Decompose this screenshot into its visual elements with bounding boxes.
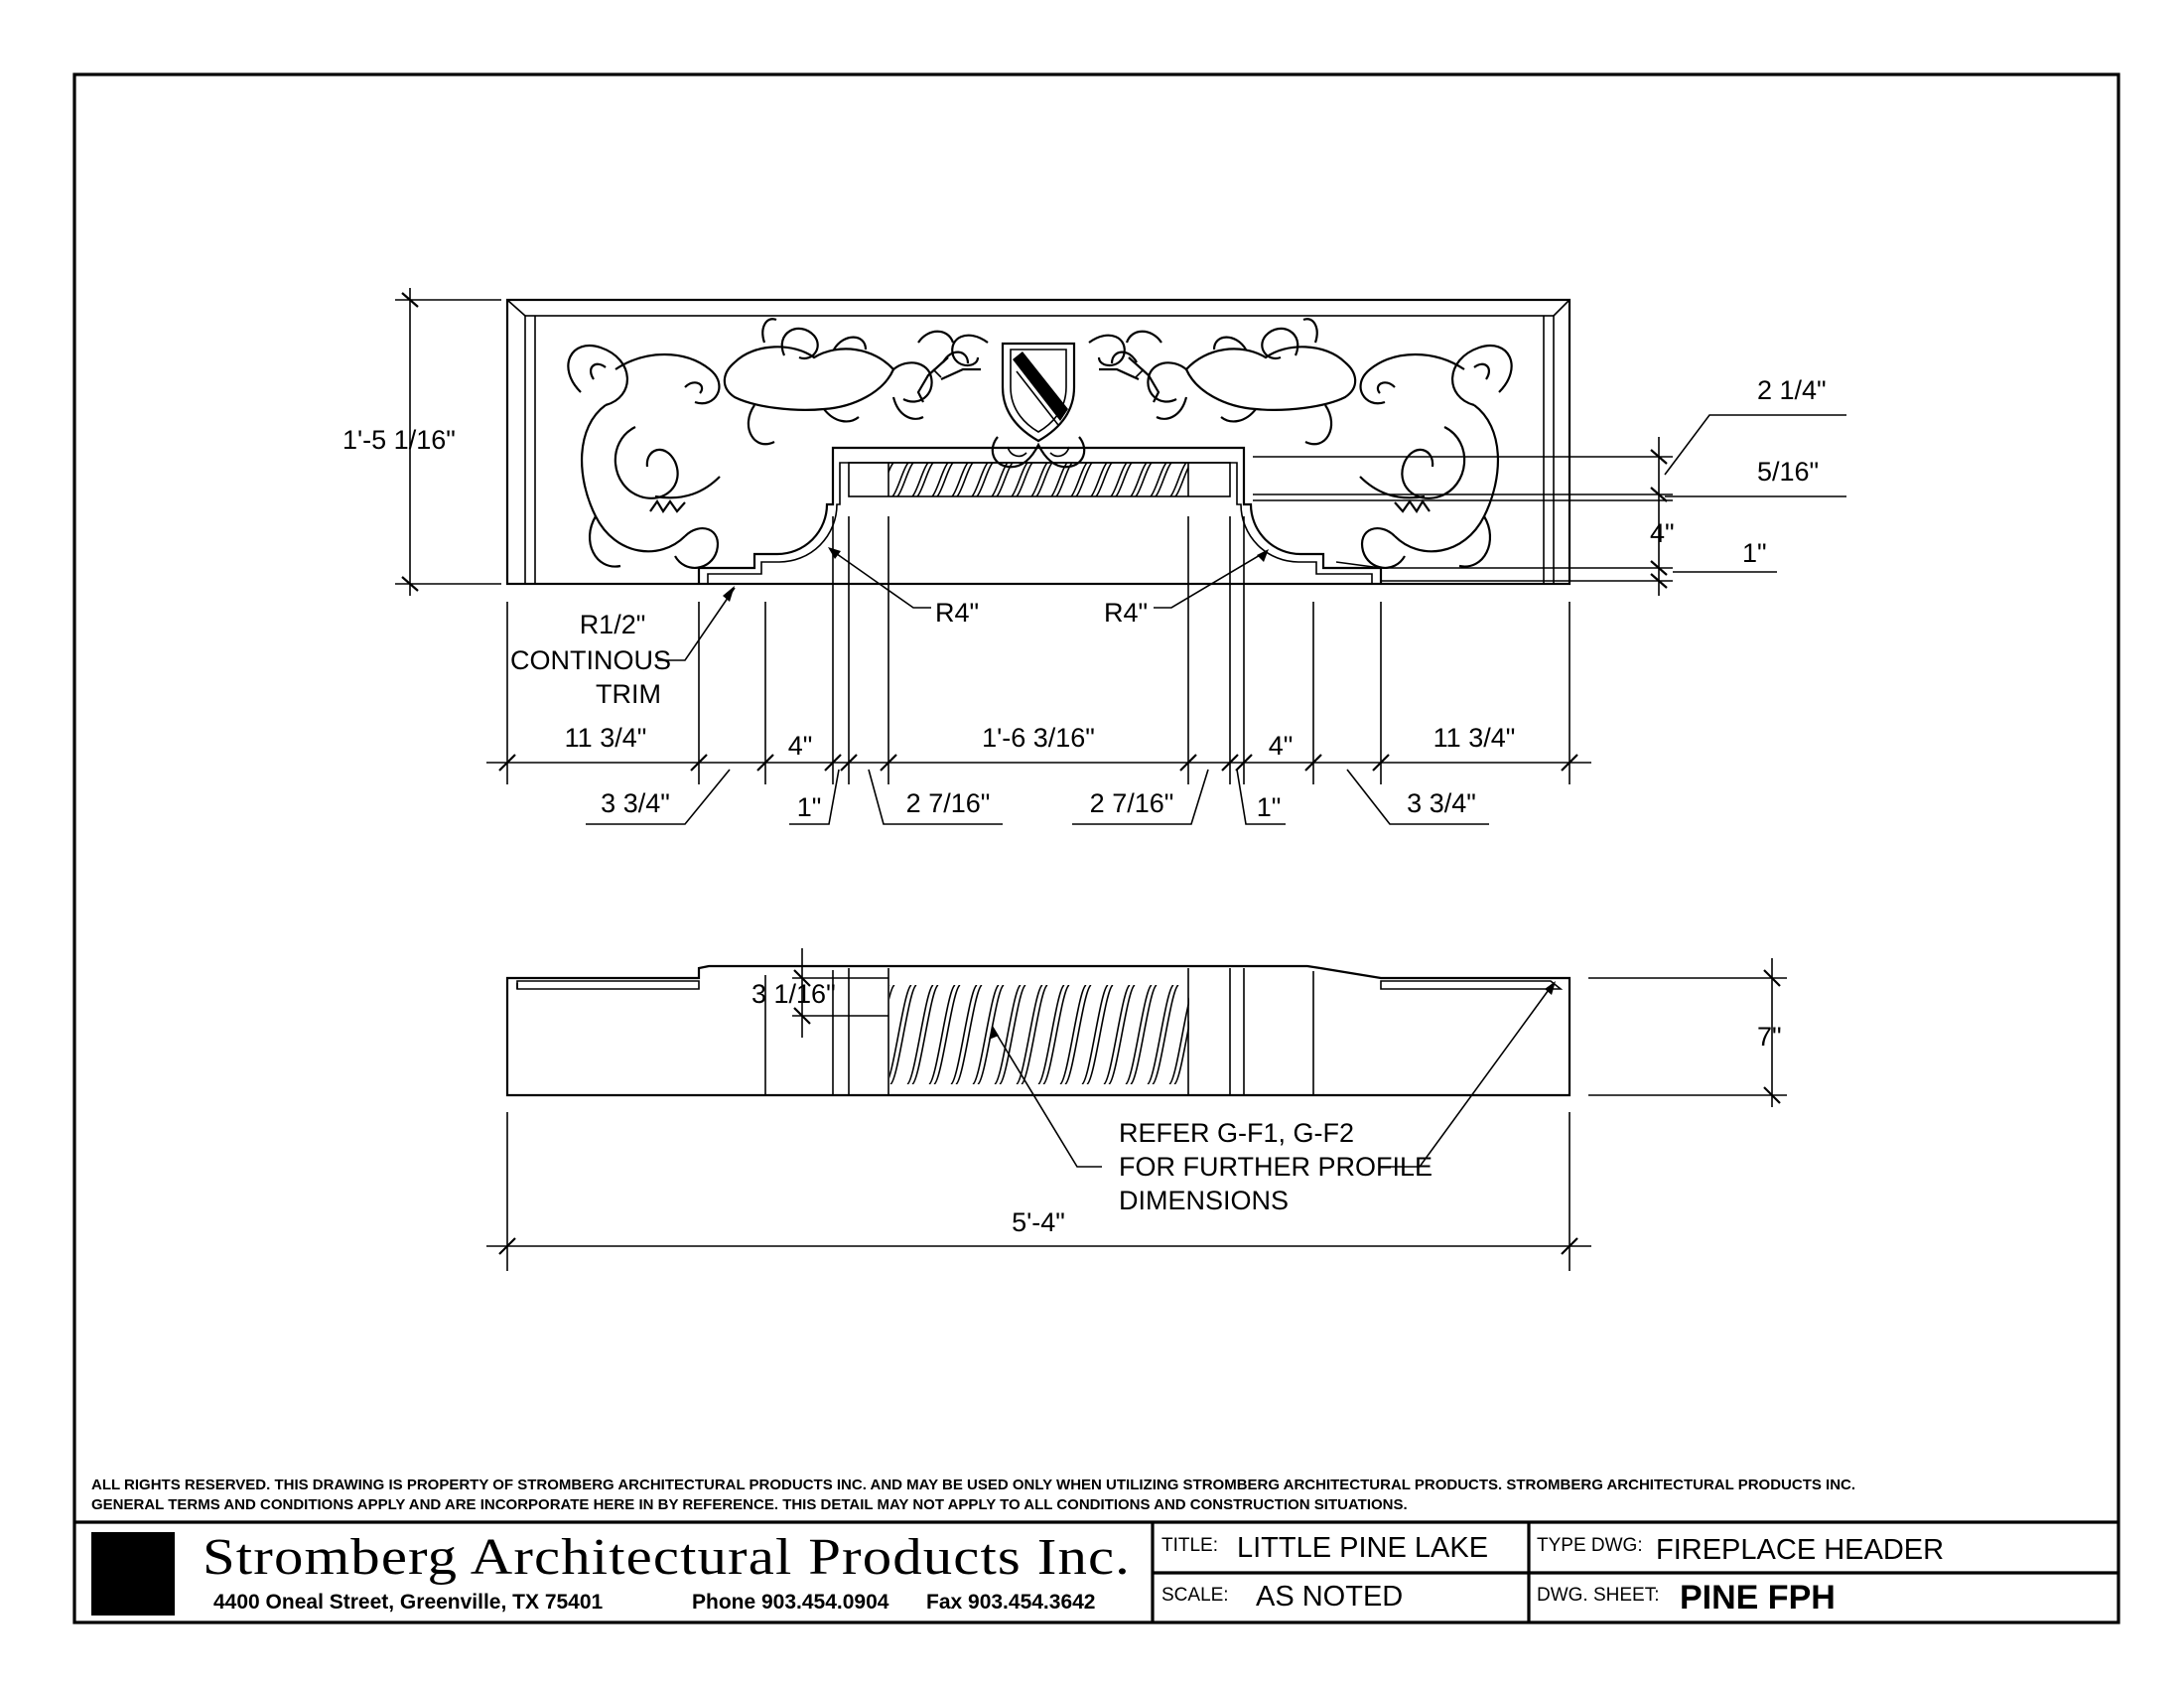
r4-left-arrow-icon	[828, 547, 841, 559]
trim-note-line1: R1/2"	[580, 610, 646, 639]
header-inner-outline	[524, 315, 1555, 585]
type-label: TYPE DWG:	[1537, 1535, 1643, 1556]
plan-depth-dim: 3 1/16"	[751, 979, 836, 1009]
title-value: LITTLE PINE LAKE	[1237, 1532, 1488, 1564]
plan-outline	[505, 964, 1571, 1097]
plan-dimensions	[486, 948, 1787, 1271]
rope-carving-front	[888, 463, 1188, 496]
company-address: 4400 Oneal Street, Greenville, TX 75401	[213, 1591, 604, 1614]
rights-text-line2: GENERAL TERMS AND CONDITIONS APPLY AND A…	[91, 1496, 1408, 1513]
title-label: TITLE:	[1161, 1535, 1218, 1556]
height-dim-label: 1'-5 1/16"	[342, 425, 456, 455]
opening-profile	[697, 446, 1383, 584]
sheet-label: DWG. SHEET:	[1537, 1585, 1660, 1606]
note-arrow-right-icon	[1545, 981, 1556, 995]
trim-note-line2: CONTINOUS	[510, 645, 671, 675]
rope-panel	[848, 462, 1231, 497]
scale-label: SCALE:	[1161, 1585, 1229, 1606]
r4-right-arrow-icon	[1257, 549, 1269, 562]
company-logo	[91, 1532, 175, 1616]
dim-2-1-4: 2 1/4"	[1757, 375, 1827, 405]
scroll-carving-right	[1099, 318, 1513, 569]
plan-note-line2: FOR FURTHER PROFILE	[1119, 1152, 1433, 1182]
dim-4-right: 4"	[1269, 731, 1294, 761]
sheet-value: PINE FPH	[1680, 1579, 1836, 1617]
front-elevation	[505, 298, 1571, 586]
dim-4-left: 4"	[788, 731, 813, 761]
plan-height-dim: 7"	[1757, 1022, 1782, 1052]
trim-note-line3: TRIM	[596, 679, 661, 709]
trim-arrow-icon	[723, 586, 735, 602]
shield-crest-icon	[916, 334, 1160, 469]
company-fax: Fax 903.454.3642	[926, 1591, 1095, 1614]
dim-11-3-4-right: 11 3/4"	[1433, 723, 1516, 753]
scroll-carving-left	[567, 318, 981, 569]
plan-note-line1: REFER G-F1, G-F2	[1119, 1118, 1354, 1148]
dim-2-7-16-right: 2 7/16"	[1090, 788, 1174, 818]
dim-1-left: 1"	[797, 792, 822, 822]
dim-2-7-16-left: 2 7/16"	[906, 788, 991, 818]
rope-carving-plan	[889, 985, 1189, 1084]
plan-view	[505, 964, 1571, 1097]
company-phone: Phone 903.454.0904	[692, 1591, 889, 1614]
title-block: Stromberg Architectural Products Inc. 44…	[91, 1522, 2118, 1622]
rights-text-line1: ALL RIGHTS RESERVED. THIS DRAWING IS PRO…	[91, 1477, 1855, 1493]
dim-11-3-4-left: 11 3/4"	[565, 723, 647, 753]
radius-right-label: R4"	[1104, 598, 1148, 628]
plan-note-line3: DIMENSIONS	[1119, 1186, 1289, 1215]
dim-3-3-4-right: 3 3/4"	[1407, 788, 1476, 818]
sheet-border	[72, 72, 2120, 1624]
company-name: Stromberg Architectural Products Inc.	[203, 1529, 1131, 1586]
dim-5-16: 5/16"	[1757, 457, 1819, 487]
scale-value: AS NOTED	[1256, 1581, 1403, 1613]
dim-opening-width: 1'-6 3/16"	[982, 723, 1095, 753]
type-value: FIREPLACE HEADER	[1656, 1534, 1944, 1566]
overall-width-dim: 5'-4"	[1012, 1207, 1065, 1237]
dim-1-right: 1"	[1257, 792, 1282, 822]
radius-left-label: R4"	[935, 598, 979, 628]
note-arrow-left-icon	[989, 1026, 999, 1040]
dim-3-3-4-left: 3 3/4"	[601, 788, 670, 818]
front-dimensions	[395, 288, 1846, 825]
dim-4-vertical: 4"	[1650, 518, 1675, 548]
dim-1-vertical: 1"	[1742, 538, 1767, 568]
